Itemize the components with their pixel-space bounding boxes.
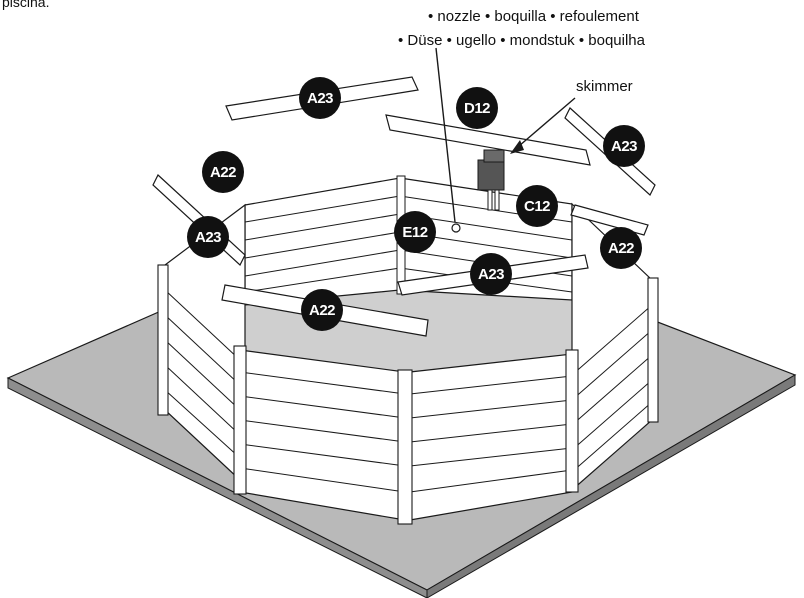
- board-d12: [385, 114, 591, 166]
- ground-side-right: [426, 374, 796, 598]
- ground-side-left: [7, 377, 428, 598]
- nozzle-hole: [451, 223, 461, 233]
- badge-a23-left: A23: [187, 216, 229, 258]
- badge-a22-left: A22: [202, 151, 244, 193]
- badge-d12: D12: [456, 87, 498, 129]
- caption-fragment: piscina.: [2, 0, 50, 10]
- badge-e12: E12: [394, 211, 436, 253]
- badge-a23-inner: A23: [470, 253, 512, 295]
- wall-front-left: [239, 349, 406, 521]
- wall-front-right: [409, 353, 573, 521]
- skimmer-label: skimmer: [576, 78, 633, 95]
- badge-a22-right: A22: [600, 227, 642, 269]
- nozzle-label-line2: • Düse • ugello • mondstuk • boquilha: [398, 32, 645, 49]
- badge-a23-right: A23: [603, 125, 645, 167]
- wall-right-diagonal: [571, 202, 653, 492]
- corner-posts: [157, 264, 659, 525]
- nozzle-leader-line: [435, 47, 456, 223]
- badge-c12: C12: [516, 185, 558, 227]
- skimmer-arrowhead: [510, 140, 524, 154]
- skimmer-icon: [477, 149, 505, 211]
- back-wall-left: [244, 177, 401, 306]
- skimmer-leader-line: [511, 97, 576, 153]
- nozzle-label-line1: • nozzle • boquilla • refoulement: [428, 8, 639, 25]
- badge-a23-top: A23: [299, 77, 341, 119]
- badge-a22-inner: A22: [301, 289, 343, 331]
- wall-left-diagonal: [164, 203, 246, 482]
